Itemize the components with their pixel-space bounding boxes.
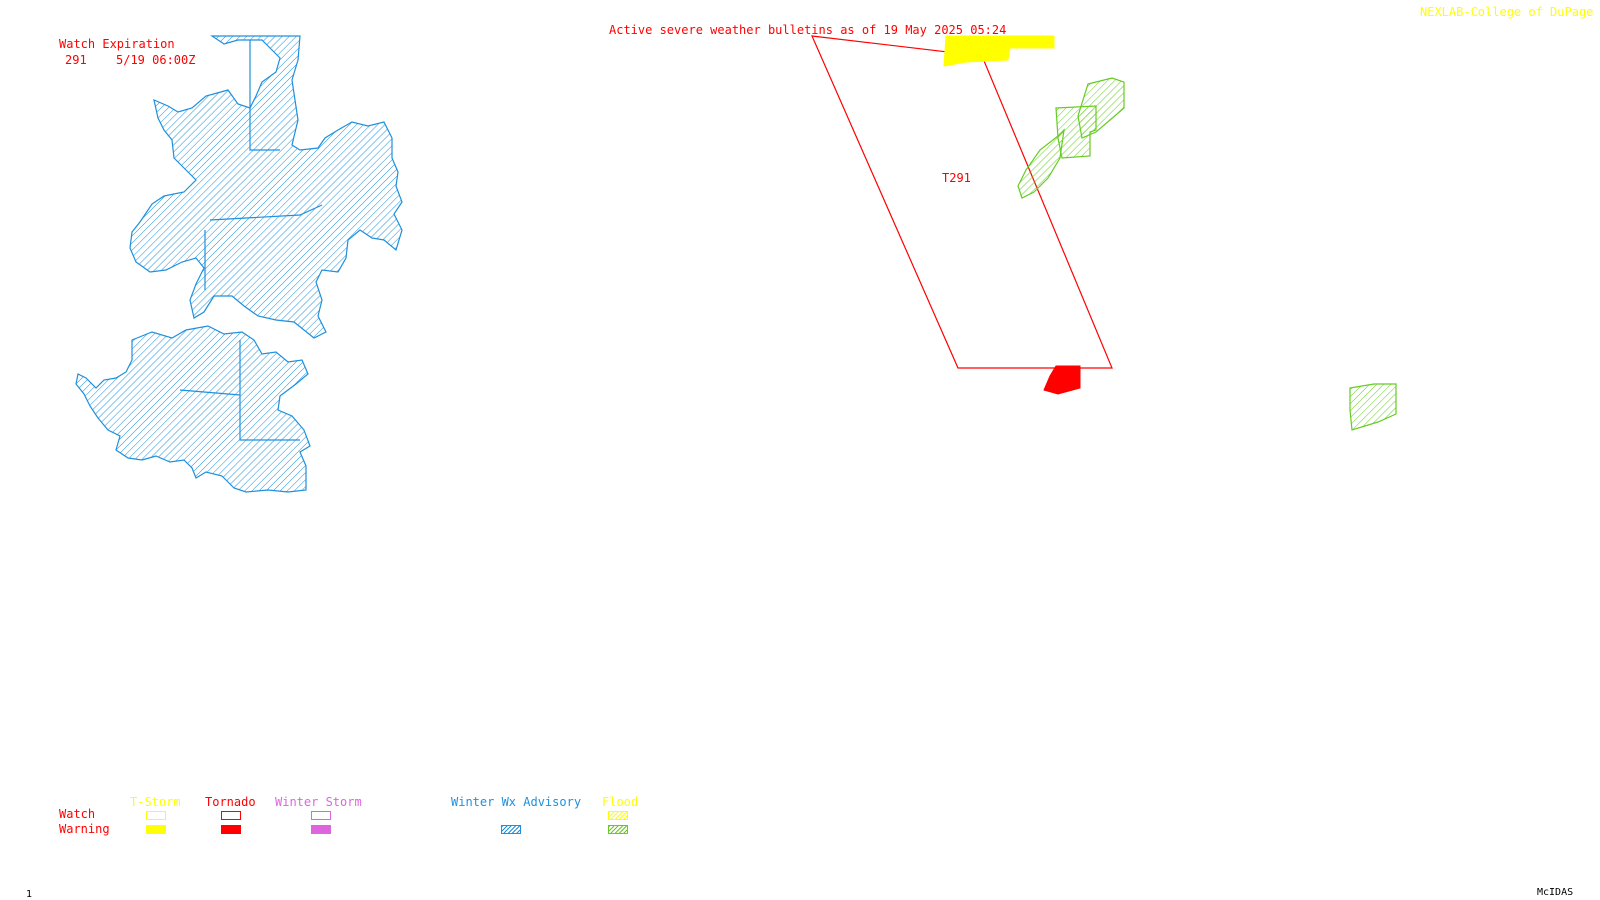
legend-tstorm-label: T-Storm [130, 795, 181, 809]
legend-flood-label: Flood [602, 795, 639, 809]
watch-id: 291 [65, 53, 87, 67]
frame-number: 1 [26, 889, 33, 900]
legend-winter-advisory-warning-swatch [501, 825, 521, 834]
tstorm-warning-polygon [943, 35, 1055, 67]
winter-advisory-area-north [129, 35, 403, 339]
flood-warnings [1017, 77, 1397, 431]
legend-winter-wx-advisory-label: Winter Wx Advisory [451, 795, 582, 809]
mcidas-label: McIDAS [1537, 887, 1574, 898]
legend-tornado-warning-swatch [221, 825, 241, 834]
legend-winter-storm-label: Winter Storm [275, 795, 362, 809]
winter-advisory-area-south [75, 325, 311, 493]
bulletin-title: Active severe weather bulletins as of 19… [609, 23, 1007, 37]
watch-expires-time: 5/19 06:00Z [116, 53, 196, 67]
flood-warning-polygon-4 [1349, 383, 1397, 431]
legend-flood-warning-swatch [608, 825, 628, 834]
watch-expiration-label: Watch Expiration [59, 37, 175, 51]
flood-warning-polygon-3 [1017, 128, 1065, 199]
legend-warning-row-label: Warning [59, 822, 110, 836]
legend-tornado-label: Tornado [205, 795, 256, 809]
legend-tstorm-warning-swatch [146, 825, 166, 834]
watch-box-label: T291 [942, 171, 971, 185]
legend-winter-storm-warning-swatch [311, 825, 331, 834]
legend-flood-watch-swatch [608, 811, 628, 820]
legend-winter-storm-watch-swatch [311, 811, 331, 820]
tornado-watch-box-t291 [811, 35, 1113, 369]
tornado-warning-polygon [1043, 365, 1081, 395]
legend-tornado-watch-swatch [221, 811, 241, 820]
winter-advisory-region [75, 35, 403, 493]
credit-text: NEXLAB-College of DuPage R [1420, 5, 1600, 19]
legend-tstorm-watch-swatch [146, 811, 166, 820]
legend-watch-row-label: Watch [59, 807, 96, 821]
